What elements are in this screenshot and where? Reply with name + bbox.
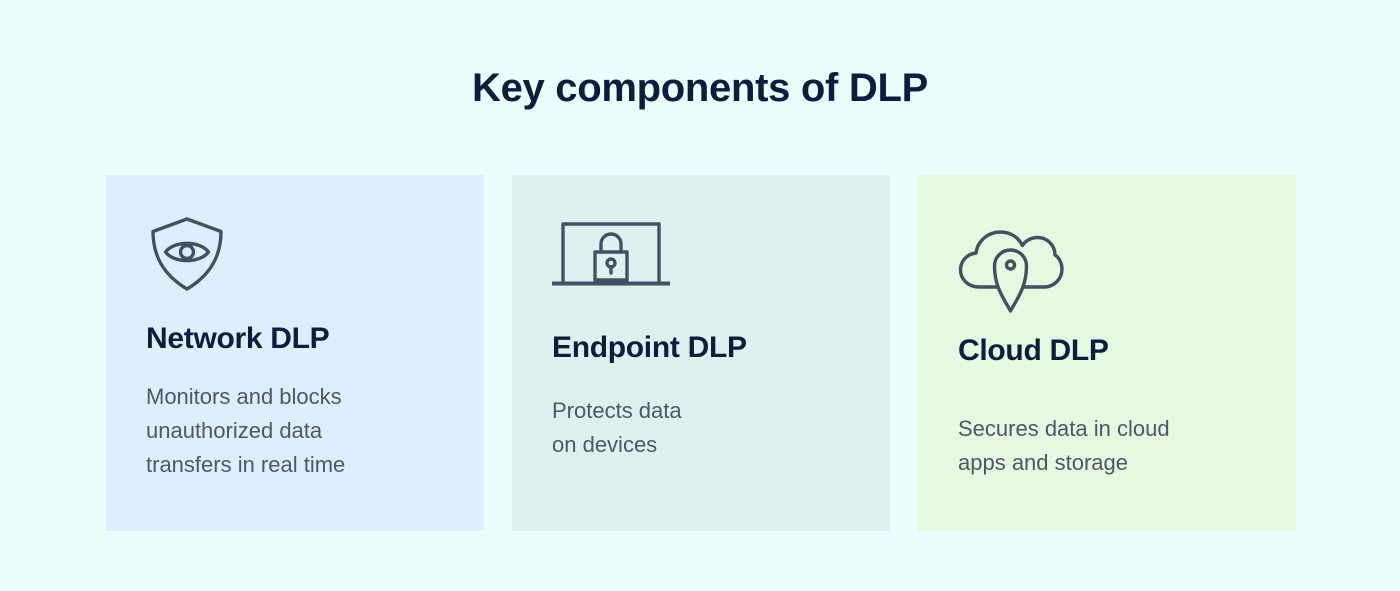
card-title: Network DLP xyxy=(146,322,330,355)
card-icon-box xyxy=(958,225,1256,334)
laptop-lock-icon xyxy=(552,222,670,286)
page-title: Key components of DLP xyxy=(472,66,928,110)
card-description: Monitors and blocks unauthorized data tr… xyxy=(146,380,444,482)
card-title: Endpoint DLP xyxy=(552,331,747,364)
shield-eye-icon xyxy=(151,217,223,291)
dlp-card-endpoint: Endpoint DLP Protects data on devices xyxy=(512,175,890,531)
description-line: apps and storage xyxy=(958,450,1129,475)
card-description: Protects data on devices xyxy=(552,394,850,462)
dlp-cards-row: Network DLP Monitors and blocks unauthor… xyxy=(106,175,1296,531)
card-title: Cloud DLP xyxy=(958,334,1109,367)
dlp-card-network: Network DLP Monitors and blocks unauthor… xyxy=(106,175,484,531)
description-line: Monitors and blocks xyxy=(146,384,342,409)
card-icon-box xyxy=(146,213,444,322)
card-description: Secures data in cloud apps and storage xyxy=(958,412,1256,480)
description-line: Protects data xyxy=(552,398,682,423)
dlp-card-cloud: Cloud DLP Secures data in cloud apps and… xyxy=(918,175,1296,531)
description-line: transfers in real time xyxy=(146,452,346,477)
description-line: unauthorized data xyxy=(146,418,323,443)
cloud-pin-icon xyxy=(958,230,1064,313)
card-icon-box xyxy=(552,222,850,331)
description-line: on devices xyxy=(552,432,658,457)
description-line: Secures data in cloud xyxy=(958,416,1170,441)
